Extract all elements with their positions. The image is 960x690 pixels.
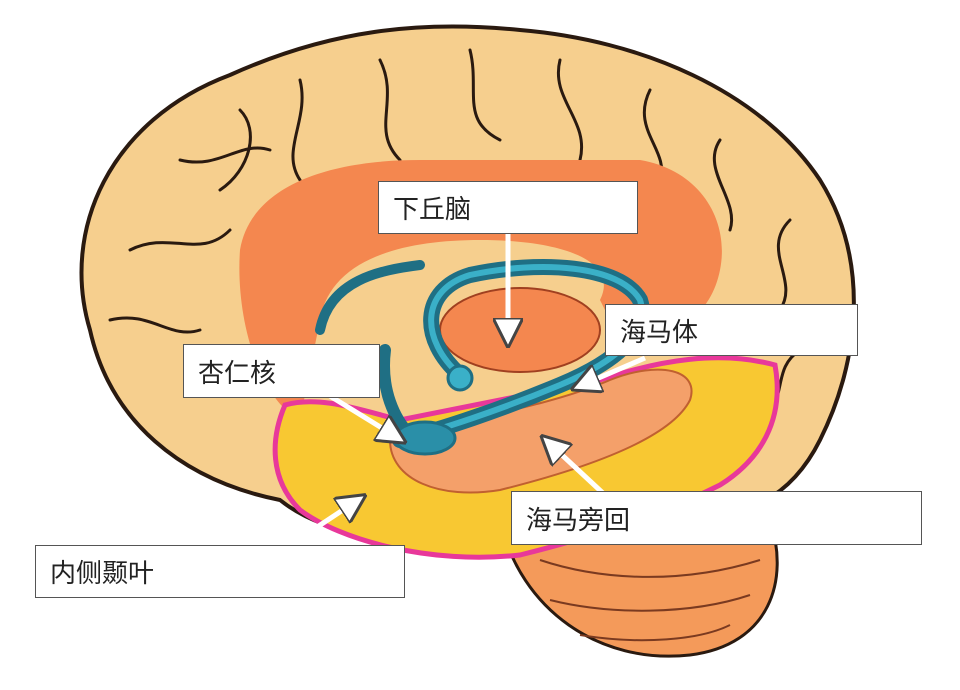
parahippocampal-arrow — [548, 442, 607, 497]
label-parahippocampal-gyrus: 海马旁回 — [511, 491, 922, 545]
hippocampus-arrow — [580, 355, 646, 386]
label-hippocampus: 海马体 — [605, 304, 858, 356]
hypothalamus-shape — [439, 287, 601, 373]
label-hypothalamus: 下丘脑 — [378, 181, 638, 234]
label-amygdala: 杏仁核 — [183, 344, 380, 398]
label-medial-temporal-lobe: 内侧颞叶 — [35, 545, 405, 598]
temporal-lobe-arrow — [288, 500, 358, 548]
amygdala-arrow — [328, 393, 398, 438]
amygdala-shape — [393, 420, 457, 456]
